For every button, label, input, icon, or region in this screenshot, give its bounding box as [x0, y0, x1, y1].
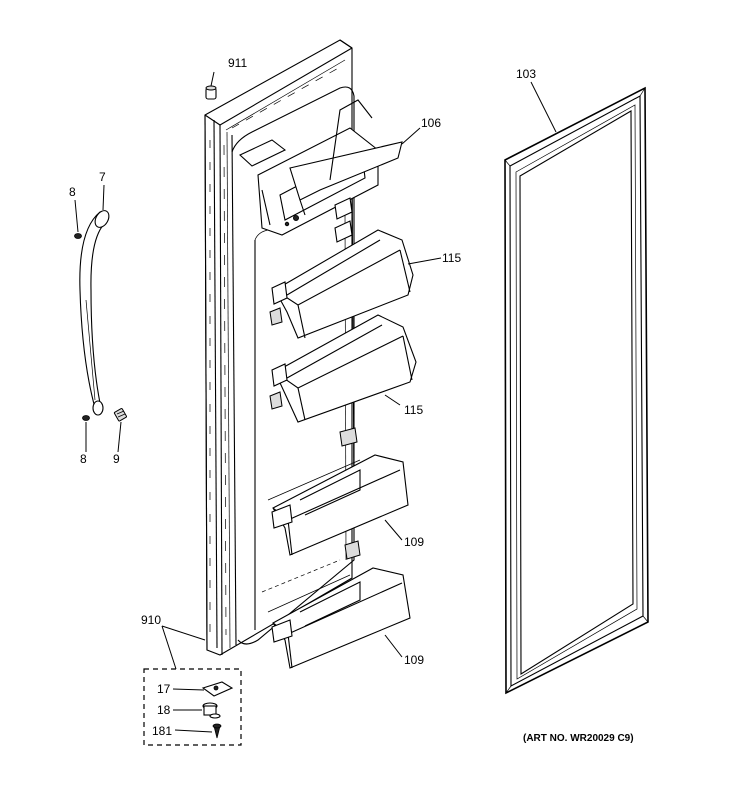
dispenser-housing [239, 99, 403, 243]
door-gasket [504, 86, 649, 695]
leader-lines [74, 71, 557, 733]
door-handle [79, 210, 110, 416]
label-910: 910 [141, 613, 161, 627]
lower-shelf-bin [269, 314, 417, 423]
label-109-lower: 109 [404, 653, 424, 667]
rail-notches [209, 140, 227, 636]
upper-door-bin [267, 427, 409, 556]
part-labels: 911 106 103 8 7 115 115 8 9 109 109 910 … [69, 56, 536, 738]
label-8-bottom: 8 [80, 452, 87, 466]
hinge-cap-911 [205, 85, 217, 100]
label-911: 911 [228, 56, 247, 70]
lower-door-bin [261, 540, 411, 669]
label-8-top: 8 [69, 185, 76, 199]
hinge-screw-181 [212, 723, 222, 739]
label-106: 106 [421, 116, 441, 130]
hinge-kit-box [143, 668, 242, 746]
label-181: 181 [152, 724, 172, 738]
label-7: 7 [99, 170, 106, 184]
label-9: 9 [113, 452, 120, 466]
art-number: (ART NO. WR20029 C9) [523, 733, 634, 744]
label-18: 18 [157, 703, 171, 717]
hinge-pin-18 [202, 702, 221, 719]
label-17: 17 [157, 682, 171, 696]
upper-shelf-bin [269, 229, 414, 339]
handle-plug [113, 408, 127, 422]
label-115-lower: 115 [404, 403, 423, 417]
label-103: 103 [516, 67, 536, 81]
label-109-upper: 109 [404, 535, 424, 549]
handle-screw-top [74, 233, 82, 239]
label-115-upper: 115 [442, 251, 461, 265]
hinge-plate-17 [201, 681, 234, 697]
handle-screw-bottom [82, 415, 90, 421]
